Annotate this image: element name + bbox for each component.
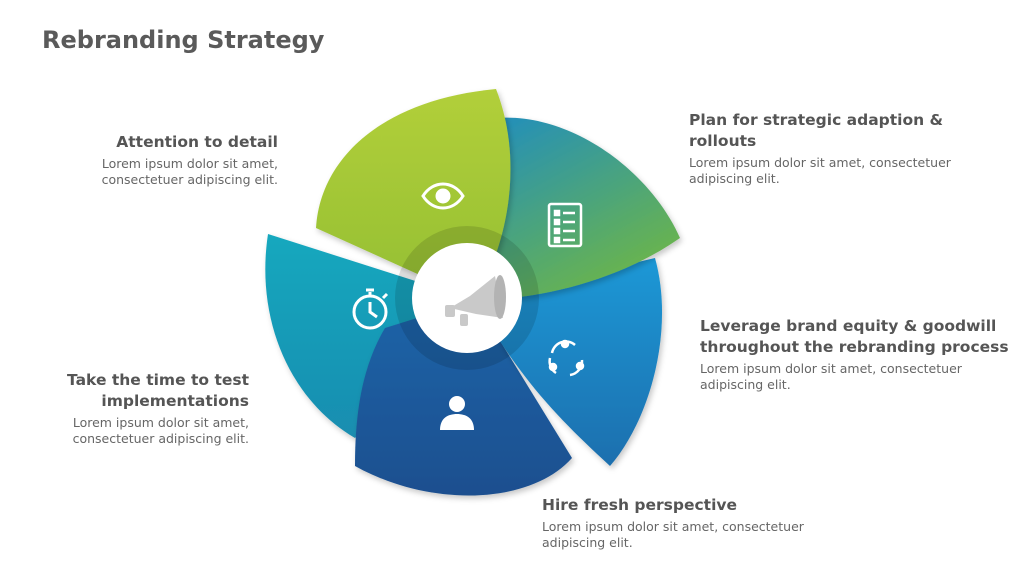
petal-plan bbox=[475, 117, 680, 300]
item-heading: Hire fresh perspective bbox=[542, 496, 738, 514]
item-body: Lorem ipsum dolor sit amet, consectetuer… bbox=[72, 415, 249, 446]
item-hire: Hire fresh perspective Lorem ipsum dolor… bbox=[542, 495, 842, 551]
eye-icon bbox=[421, 182, 465, 210]
item-body: Lorem ipsum dolor sit amet, consectetuer… bbox=[101, 156, 278, 187]
cycle-arrows-icon bbox=[548, 339, 585, 377]
item-plan: Plan for strategic adaption & rollouts L… bbox=[689, 110, 979, 187]
person-icon bbox=[440, 396, 474, 430]
page-title: Rebranding Strategy bbox=[42, 26, 325, 54]
item-body: Lorem ipsum dolor sit amet, consectetuer… bbox=[689, 155, 951, 186]
item-body: Lorem ipsum dolor sit amet, consectetuer… bbox=[542, 519, 804, 550]
petal-leverage bbox=[475, 258, 663, 466]
item-leverage: Leverage brand equity & goodwill through… bbox=[700, 316, 1018, 393]
megaphone-icon bbox=[445, 275, 506, 326]
petal-hire bbox=[355, 300, 572, 496]
item-heading: Leverage brand equity & goodwill through… bbox=[700, 317, 1009, 356]
stopwatch-icon bbox=[352, 288, 389, 330]
item-time: Take the time to test implementations Lo… bbox=[40, 370, 249, 447]
item-attention: Attention to detail Lorem ipsum dolor si… bbox=[60, 132, 278, 188]
item-heading: Attention to detail bbox=[116, 133, 278, 151]
item-body: Lorem ipsum dolor sit amet, consectetuer… bbox=[700, 361, 962, 392]
item-heading: Plan for strategic adaption & rollouts bbox=[689, 111, 944, 150]
checklist-icon bbox=[547, 202, 583, 248]
item-heading: Take the time to test implementations bbox=[67, 371, 249, 410]
